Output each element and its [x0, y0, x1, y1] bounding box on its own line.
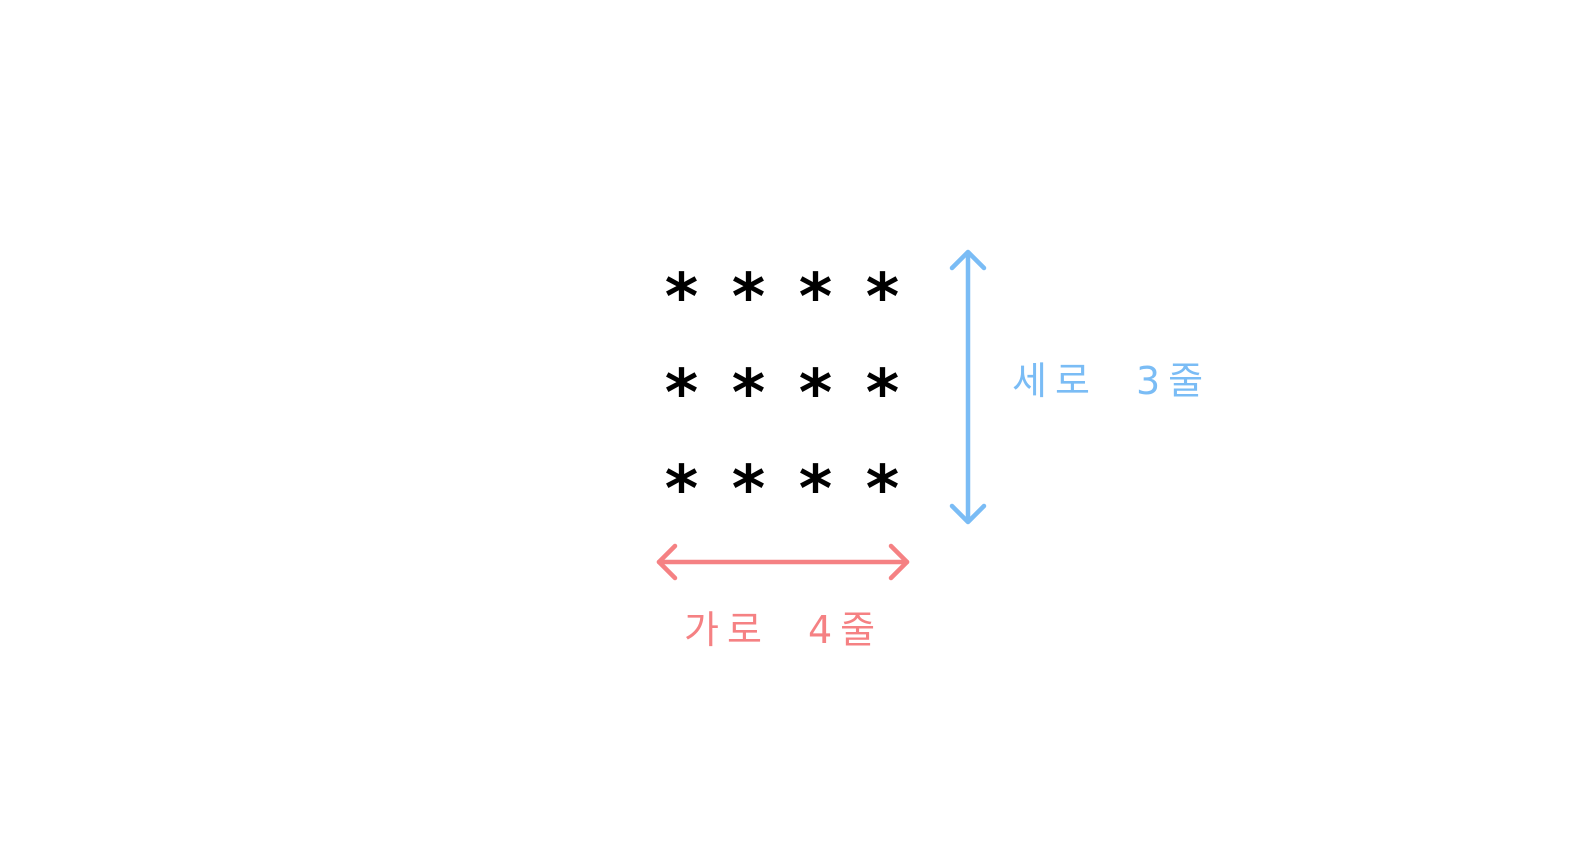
asterisk-symbol: *	[664, 357, 699, 431]
vertical-count-label: 세로 3줄	[1012, 359, 1212, 403]
vertical-double-arrow-icon	[949, 249, 987, 525]
asterisk-symbol: *	[731, 261, 766, 335]
asterisk-symbol: *	[731, 453, 766, 527]
asterisk-symbol: *	[664, 453, 699, 527]
asterisk-symbol: *	[865, 261, 900, 335]
asterisk-symbol: *	[798, 357, 833, 431]
asterisk-symbol: *	[865, 357, 900, 431]
horizontal-count-label: 가로 4줄	[684, 608, 884, 652]
asterisk-symbol: *	[731, 357, 766, 431]
asterisk-symbol: *	[798, 453, 833, 527]
asterisk-symbol: *	[798, 261, 833, 335]
asterisk-grid: * * * * * * * * * * * *	[648, 250, 918, 538]
asterisk-symbol: *	[664, 261, 699, 335]
asterisk-symbol: *	[865, 453, 900, 527]
horizontal-double-arrow-icon	[656, 543, 910, 581]
